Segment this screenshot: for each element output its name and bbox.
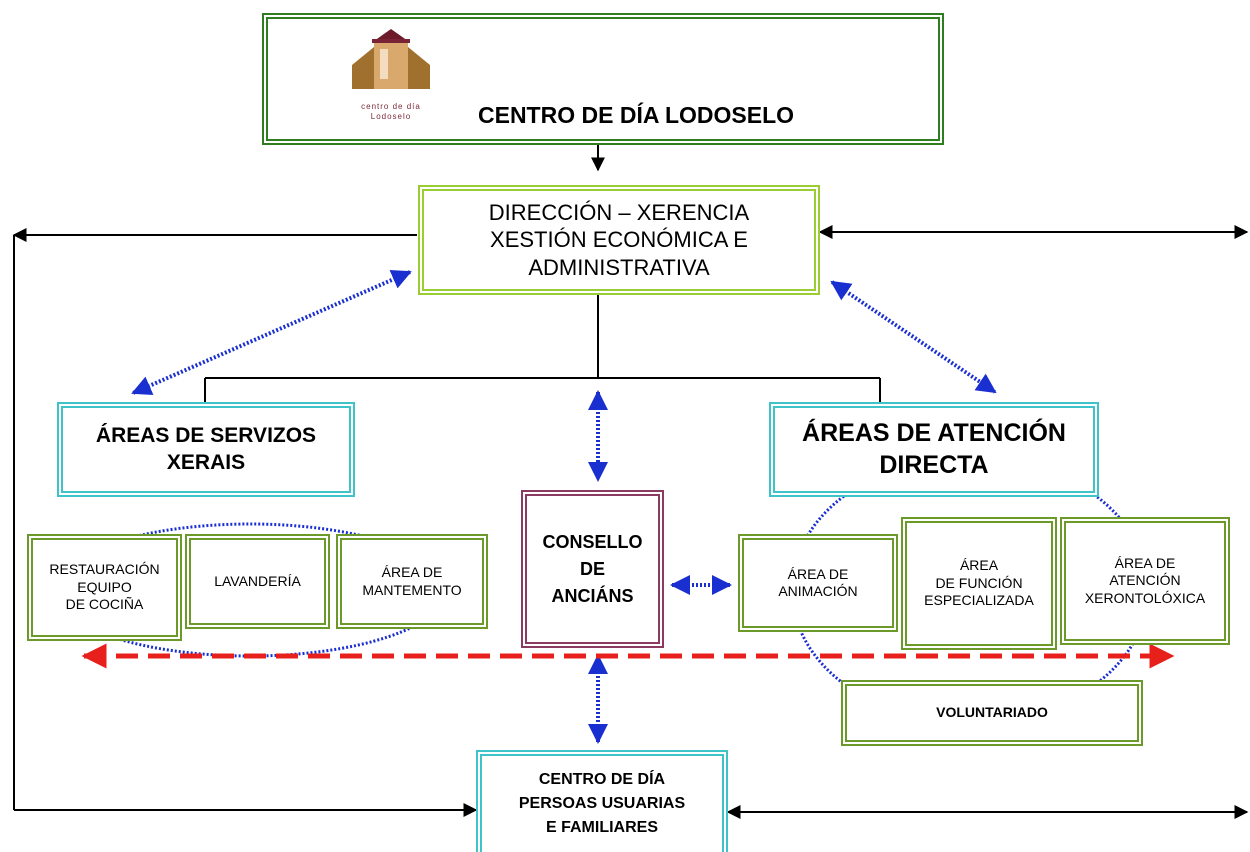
voluntariado-line1: VOLUNTARIADO [936,704,1048,721]
lavanderia-line1: LAVANDERÍA [214,572,301,589]
usuarias-line1: CENTRO DE DÍA [538,771,666,788]
animacion-line1: ÁREA DE [787,565,849,582]
direccion-box: DIRECCIÓN – XERENCIA XESTIÓN ECONÓMICA E… [418,185,820,295]
restauracion-line2: EQUIPO [77,578,132,595]
usuarias-box: CENTRO DE DÍA PERSOAS USUARIAS E FAMILIA… [476,750,728,852]
servizos-line2: XERAIS [166,450,246,474]
funcion-line2: DE FUNCIÓN [935,574,1023,591]
mantemento-line2: MANTEMENTO [362,581,462,598]
restauracion-line1: RESTAURACIÓN [49,561,160,578]
logo: centro de día Lodoselo [346,27,436,127]
mantemento-line1: ÁREA DE [381,564,443,580]
logo-text-line2: Lodoselo [370,112,412,121]
atencion-line2: DIRECTA [879,450,989,479]
lavanderia-box: LAVANDERÍA [185,534,330,629]
voluntariado-box: VOLUNTARIADO [841,680,1143,746]
xerontoloxica-line1: ÁREA DE [1114,554,1176,571]
direccion-line1: DIRECCIÓN – XERENCIA [488,199,750,225]
title-box: centro de día Lodoselo CENTRO DE DÍA LOD… [262,13,944,145]
funcion-line3: ESPECIALIZADA [924,592,1034,609]
atencion-box: ÁREAS DE ATENCIÓN DIRECTA [769,402,1099,497]
xerontoloxica-line3: XERONTOLÓXICA [1084,589,1206,606]
servizos-box: ÁREAS DE SERVIZOS XERAIS [57,402,355,497]
dotted-arrow-direccion-atencion [830,280,997,394]
direccion-line2: XESTIÓN ECONÓMICA E [490,227,748,253]
servizos-line1: ÁREAS DE SERVIZOS [95,424,317,448]
xerontoloxica-box: ÁREA DE ATENCIÓN XERONTOLÓXICA [1060,517,1230,645]
animacion-box: ÁREA DE ANIMACIÓN [738,534,898,632]
house-logo-icon [352,29,430,89]
consello-line3: ANCIÁNS [551,585,634,606]
logo-text-line1: centro de día [361,102,421,111]
restauracion-line3: DE COCIÑA [65,596,144,613]
direccion-line3: ADMINISTRATIVA [528,254,710,280]
animacion-line2: ANIMACIÓN [778,583,858,599]
mantemento-box: ÁREA DE MANTEMENTO [336,534,488,629]
usuarias-line2: PERSOAS USUARIAS [518,795,686,812]
consello-box: CONSELLO DE ANCIÁNS [521,490,664,648]
restauracion-box: RESTAURACIÓN EQUIPO DE COCIÑA [27,534,182,641]
consello-line2: DE [579,558,605,579]
xerontoloxica-line2: ATENCIÓN [1109,572,1181,589]
consello-line1: CONSELLO [542,531,643,552]
atencion-line1: ÁREAS DE ATENCIÓN [802,419,1066,448]
funcion-box: ÁREA DE FUNCIÓN ESPECIALIZADA [901,517,1057,650]
funcion-line1: ÁREA [959,557,999,574]
title-label: CENTRO DE DÍA LODOSELO [478,102,795,128]
dotted-arrow-direccion-servizos [131,270,412,395]
usuarias-line3: E FAMILIARES [545,819,658,836]
